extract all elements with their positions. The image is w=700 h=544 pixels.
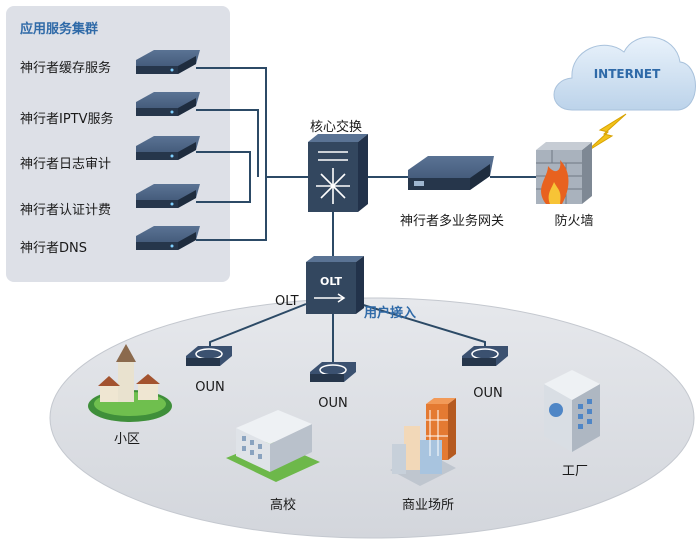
gateway-device (408, 156, 494, 190)
community-label: 小区 (113, 432, 141, 447)
olt-device (306, 256, 364, 314)
commercial-buildings-icon (390, 398, 456, 486)
internet-label: INTERNET (593, 67, 661, 81)
oun-label-left: OUN (195, 380, 225, 395)
school-buildings-icon (226, 410, 320, 482)
user-access-label: 用户接入 (364, 306, 417, 321)
server-label-auth-billing: 神行者认证计费 (20, 203, 112, 218)
internet-cloud (553, 36, 696, 111)
factory-building-icon (544, 370, 600, 452)
server-label-dns: 神行者DNS (20, 241, 87, 256)
factory-label: 工厂 (561, 464, 589, 479)
server-label-iptv: 神行者IPTV服务 (20, 112, 114, 127)
app-cluster-panel (6, 6, 230, 282)
core-switch-device (308, 134, 368, 212)
firewall-device (536, 142, 592, 204)
school-label: 高校 (269, 498, 297, 513)
firewall-label: 防火墙 (554, 214, 594, 229)
app-cluster-title: 应用服务集群 (20, 22, 99, 37)
olt-device-text: OLT (319, 275, 343, 288)
oun-label-center: OUN (318, 396, 348, 411)
commercial-label: 商业场所 (401, 498, 455, 513)
olt-label: OLT (275, 294, 299, 309)
server-label-cache: 神行者缓存服务 (20, 61, 112, 76)
server-label-log-audit: 神行者日志审计 (20, 157, 112, 172)
server-devices (136, 50, 200, 250)
oun-devices (186, 346, 508, 382)
gateway-label: 神行者多业务网关 (399, 214, 505, 229)
core-switch-label: 核心交换 (309, 120, 363, 135)
connection-lines (196, 67, 536, 362)
oun-label-right: OUN (473, 386, 503, 401)
community-buildings-icon (88, 344, 172, 422)
